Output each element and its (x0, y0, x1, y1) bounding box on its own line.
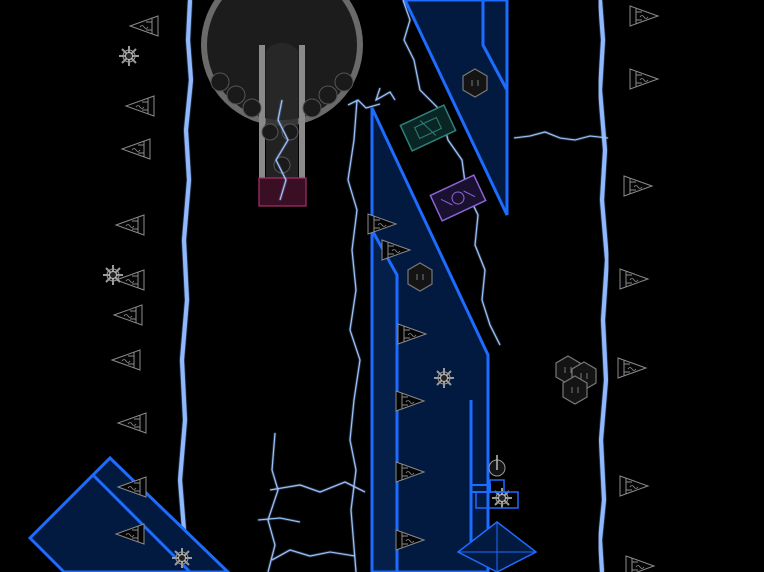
cannon-turret (201, 0, 363, 207)
teal-crate (399, 104, 457, 152)
arrow-turrets-right (617, 5, 659, 572)
blue-barrier-upper (403, 0, 509, 216)
blue-barrier-lower-left (27, 455, 231, 572)
lightning-bolts (257, 0, 609, 572)
left-energy-wall (177, 0, 194, 572)
purple-crate (429, 174, 487, 222)
player-ship (456, 455, 538, 572)
right-energy-wall (597, 0, 610, 572)
blue-barrier-center (370, 107, 491, 572)
